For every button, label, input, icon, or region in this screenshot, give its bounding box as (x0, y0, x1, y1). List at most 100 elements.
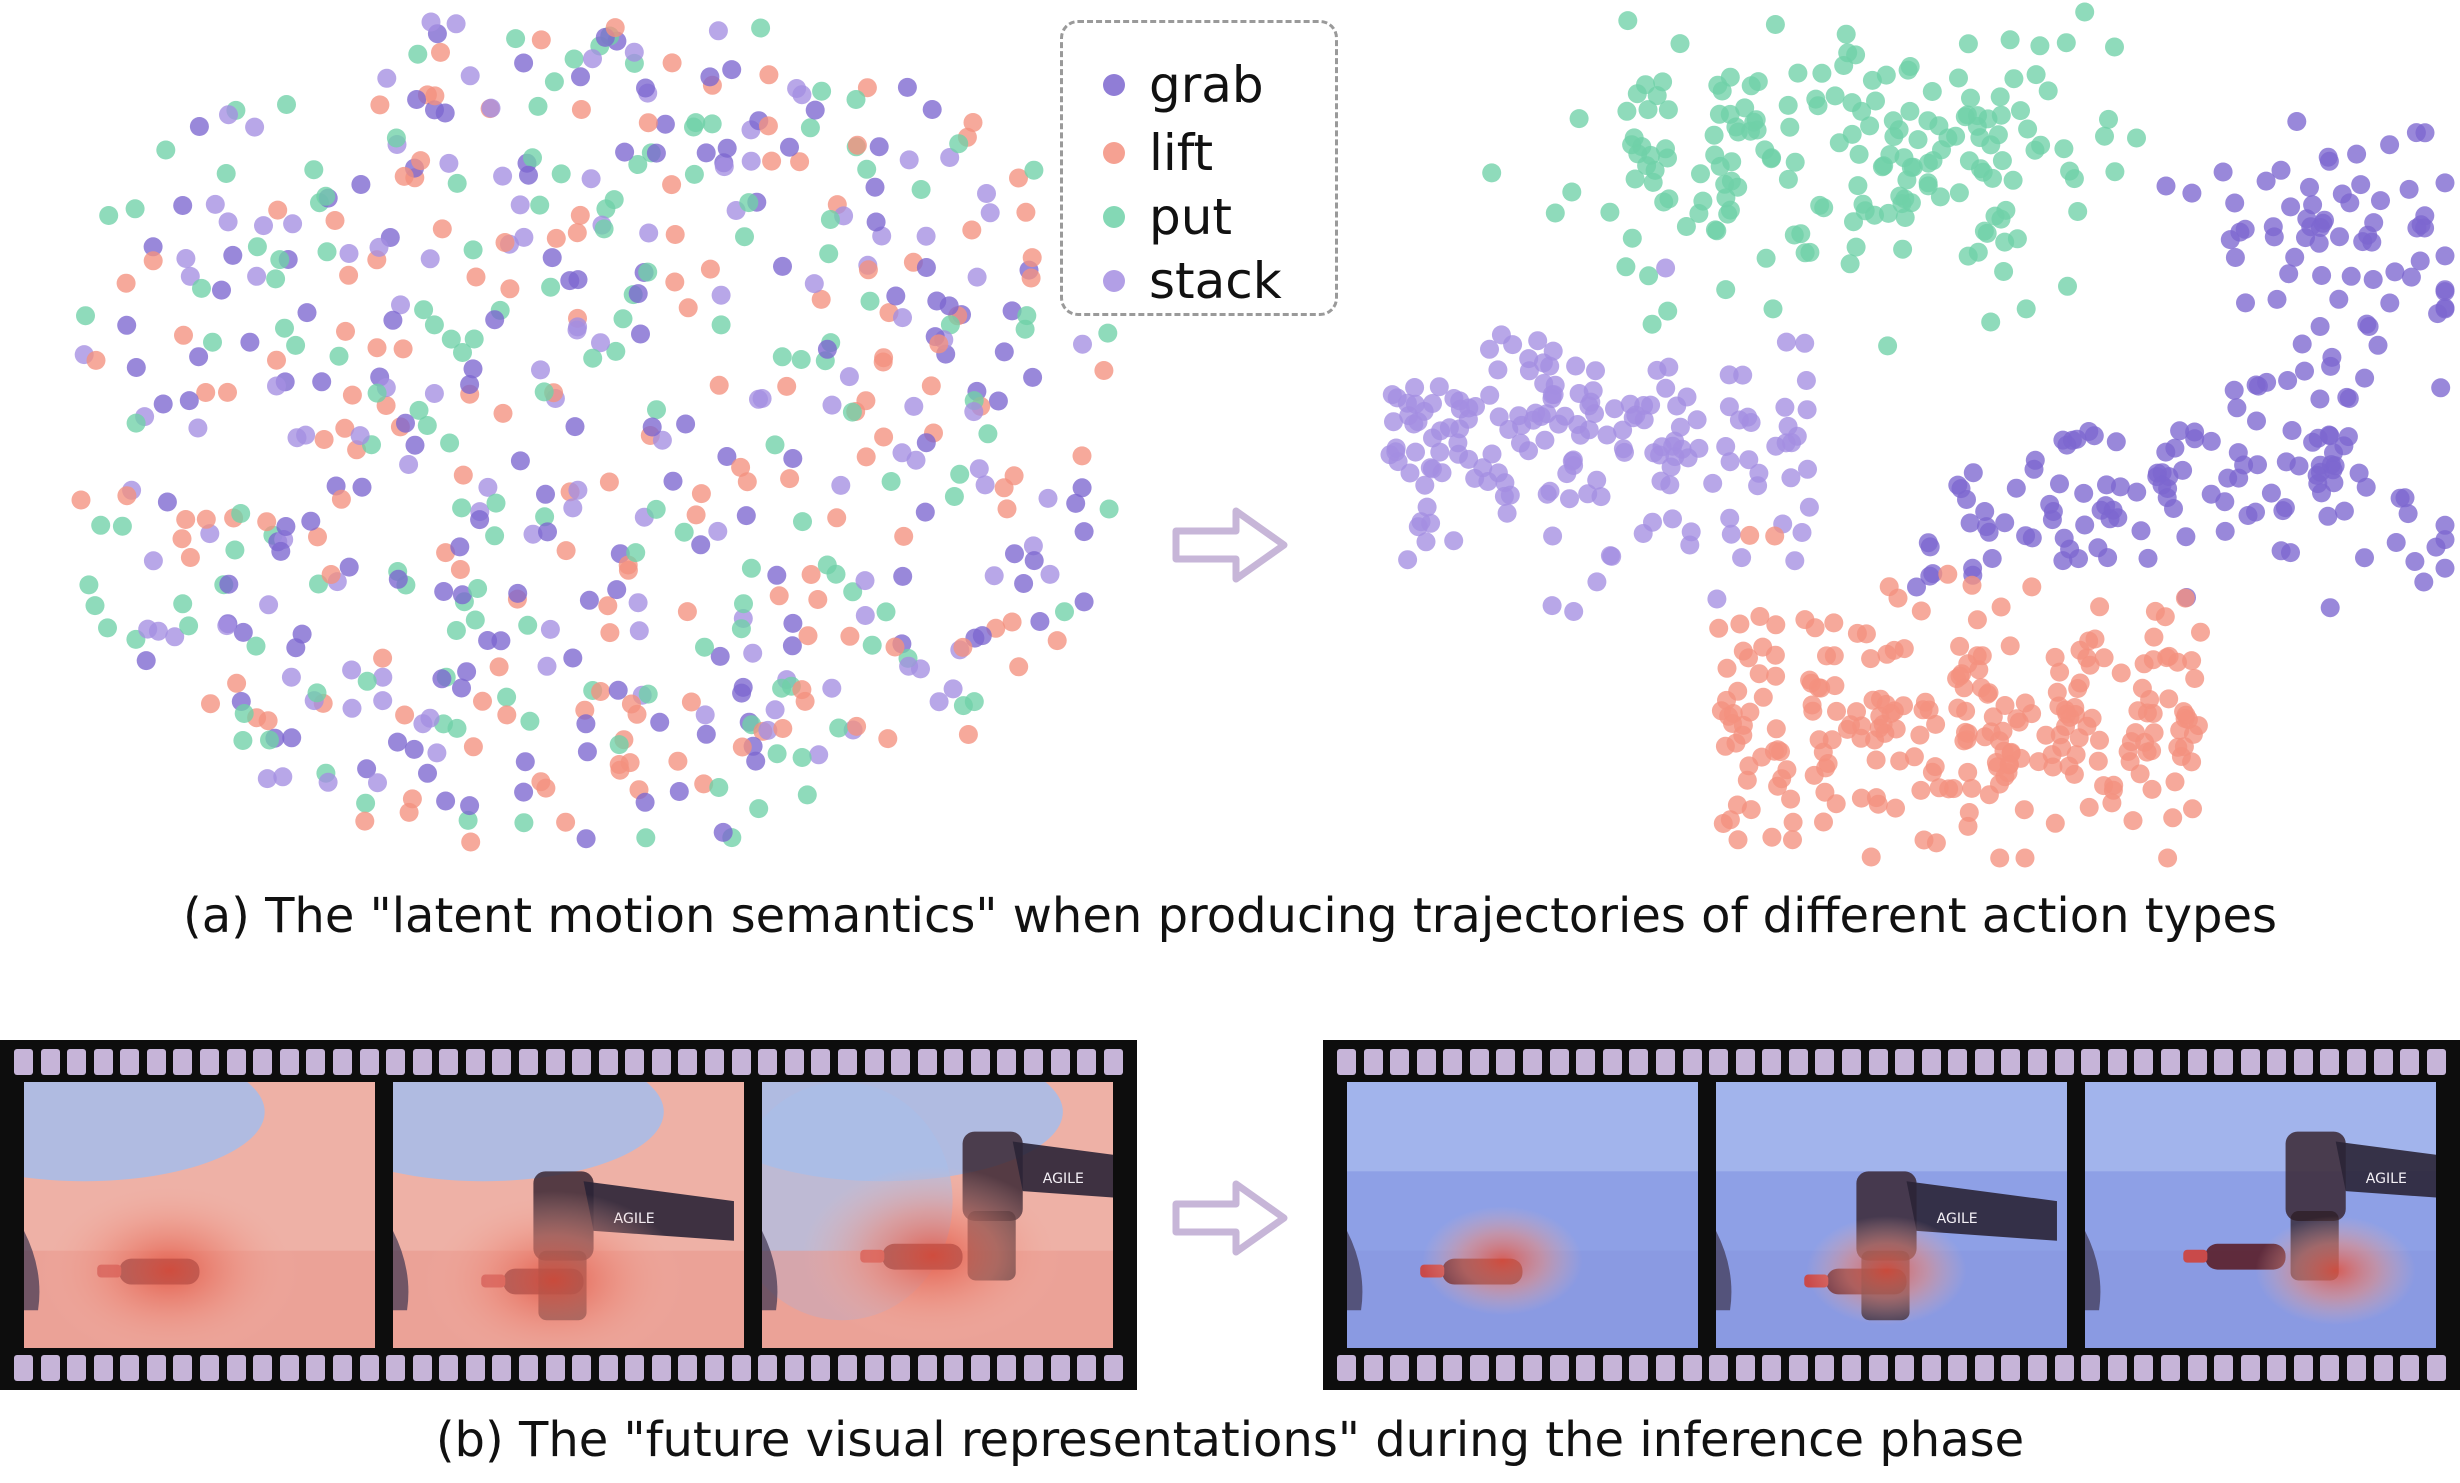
scatter-point-grab (922, 100, 942, 119)
legend-label: grab (1149, 56, 1264, 114)
scatter-point-grab (463, 359, 483, 379)
sprocket-hole (1103, 1355, 1123, 1381)
scatter-point-put (751, 18, 771, 38)
scatter-point-put (1862, 70, 1882, 90)
scatter-point-put (98, 618, 117, 638)
heat-spot (39, 1181, 300, 1348)
scatter-point-lift (1766, 666, 1786, 686)
scatter-point-grab (297, 303, 317, 323)
scatter-point-stack (1796, 371, 1816, 390)
sprocket-hole (944, 1355, 964, 1381)
scatter-point-lift (1727, 795, 1747, 815)
scatter-point-grab (2351, 175, 2371, 195)
scatter-point-grab (2131, 521, 2151, 541)
scatter-point-put (741, 558, 761, 578)
scatter-point-stack (1423, 394, 1442, 413)
scatter-point-grab (2329, 289, 2349, 309)
sprocket-hole (731, 1049, 751, 1075)
scatter-point-lift (1750, 607, 1770, 626)
scatter-point-stack (711, 285, 731, 305)
sprocket-hole (1363, 1355, 1383, 1381)
scatter-point-lift (1765, 645, 1785, 665)
sprocket-hole (200, 1049, 220, 1075)
scatter-point-put (1806, 89, 1826, 109)
sprocket-hole (2320, 1355, 2340, 1381)
scatter-point-grab (736, 506, 756, 526)
scatter-point-stack (1480, 339, 1499, 359)
scatter-point-stack (1720, 452, 1740, 472)
scatter-point-grab (352, 477, 372, 497)
scatter-point-stack (1415, 475, 1435, 495)
scatter-point-lift (336, 321, 355, 341)
scatter-point-stack (1703, 473, 1723, 493)
scatter-point-stack (893, 308, 912, 328)
scatter-point-put (1642, 314, 1662, 334)
scatter-point-stack (1444, 531, 1464, 551)
scatter-point-grab (2185, 429, 2205, 449)
scatter-point-grab (1923, 564, 1943, 584)
scatter-point-grab (1907, 577, 1926, 597)
scatter-point-stack (368, 773, 387, 793)
scatter-point-lift (331, 489, 351, 509)
scatter-point-stack (741, 151, 761, 171)
sprocket-hole (1602, 1049, 1622, 1075)
scatter-point-grab (189, 347, 209, 367)
scatter-point-stack (581, 169, 601, 189)
scatter-point-lift (86, 350, 106, 370)
scatter-point-lift (1904, 747, 1924, 767)
scatter-point-grab (636, 78, 655, 98)
scatter-point-stack (943, 679, 963, 699)
scatter-point-lift (495, 233, 515, 252)
legend-item-lift: lift (1103, 127, 1213, 179)
scatter-point-lift (2144, 627, 2164, 647)
scatter-point-stack (969, 459, 989, 479)
scatter-point-put (286, 335, 306, 355)
scatter-point-grab (2359, 317, 2379, 336)
sprocket-hole (1788, 1355, 1808, 1381)
scatter-point-lift (1967, 610, 1987, 630)
scatter-point-lift (681, 692, 701, 712)
scatter-point-put (247, 237, 267, 257)
scatter-point-grab (2224, 380, 2244, 400)
scatter-point-lift (308, 527, 327, 547)
scatter-point-lift (2045, 813, 2065, 833)
scatter-point-grab (2042, 510, 2062, 530)
scatter-point-stack (399, 455, 419, 474)
scatter-point-grab (746, 751, 766, 771)
scatter-point-put (126, 413, 146, 433)
scatter-point-stack (478, 477, 498, 497)
scatter-point-grab (405, 435, 425, 455)
scatter-point-lift (599, 472, 619, 492)
scatter-point-grab (2356, 477, 2376, 497)
scatter-point-stack (892, 443, 912, 463)
scatter-point-stack (1579, 420, 1599, 440)
scatter-point-put (518, 615, 538, 635)
scatter-point-lift (1740, 525, 1760, 545)
scatter-point-lift (395, 705, 415, 725)
scatter-point-grab (2410, 251, 2430, 271)
scatter-point-lift (840, 626, 860, 646)
scatter-point-lift (665, 272, 685, 292)
scatter-point-put (367, 383, 387, 403)
scatter-point-stack (1422, 459, 1442, 479)
scatter-point-grab (2263, 217, 2283, 237)
scatter-point-lift (1856, 624, 1876, 644)
scatter-point-put (1918, 111, 1938, 131)
scatter-point-put (1994, 262, 2014, 281)
cool-region (393, 1082, 664, 1182)
scatter-point-put (2064, 169, 2084, 189)
scatter-point-stack (391, 295, 410, 315)
scatter-point-grab (2165, 438, 2185, 458)
scatter-point-put (112, 516, 132, 536)
scatter-point-lift (1871, 689, 1890, 709)
scatter-point-lift (1890, 751, 1910, 771)
scatter-point-put (829, 718, 849, 738)
scatter-point-lift (1827, 701, 1846, 721)
scatter-point-stack (1613, 439, 1633, 459)
sprocket-hole (1077, 1355, 1097, 1381)
frame-right-3: AGILE (2085, 1082, 2436, 1348)
scatter-point-put (523, 148, 542, 168)
scatter-point-lift (325, 211, 345, 230)
scatter-point-put (458, 810, 478, 830)
